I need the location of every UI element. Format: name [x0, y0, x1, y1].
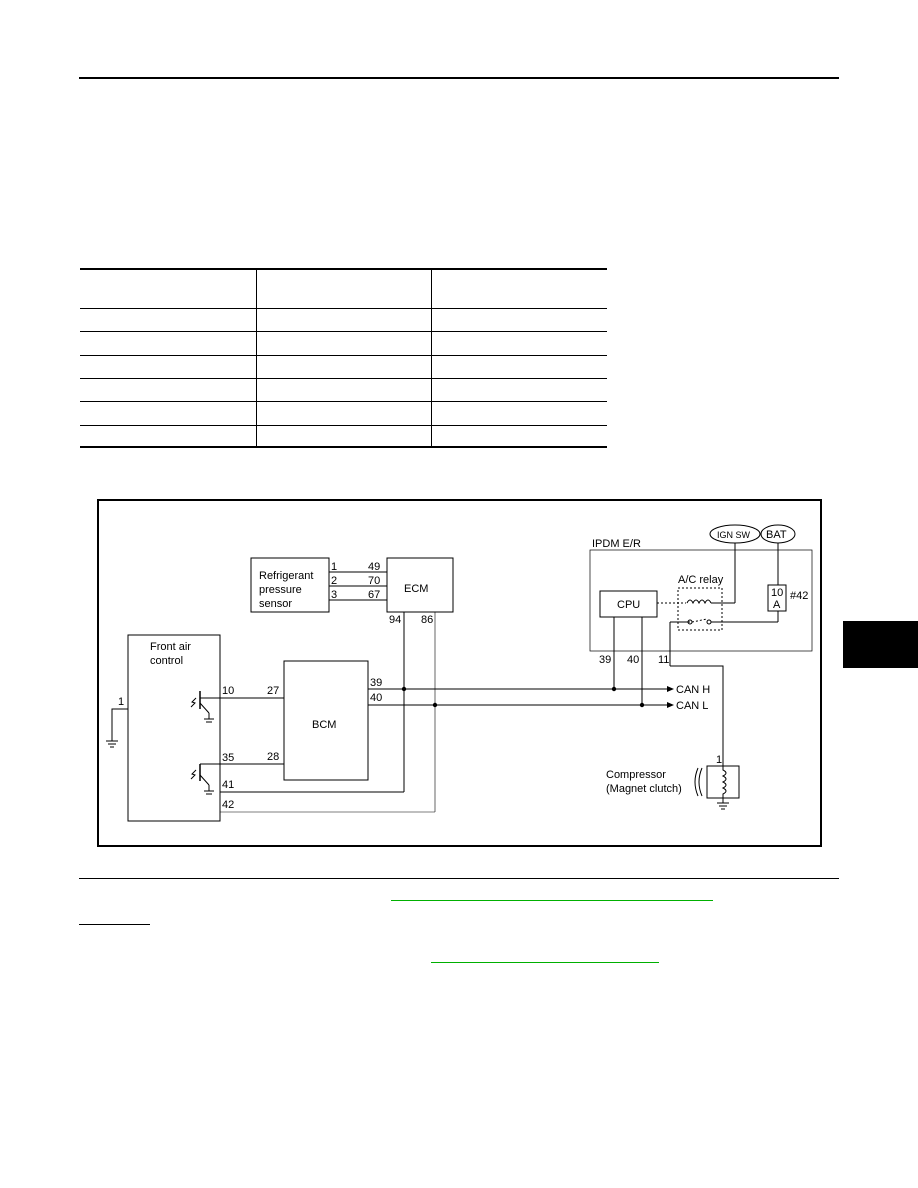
- ac-relay-box: [677, 587, 723, 631]
- ecm-box: [386, 557, 454, 613]
- compressor-label-1: Compressor: [606, 769, 666, 781]
- bat-label: BAT: [766, 529, 787, 541]
- relay-switch: [691, 618, 708, 623]
- bcm-pin: 28: [267, 751, 279, 763]
- coil-icon: [721, 766, 727, 798]
- transistor-icon: [199, 702, 210, 714]
- sensor-pin: 1: [331, 561, 337, 573]
- ecm-pin: 49: [368, 561, 380, 573]
- ipdm-pin: 11: [658, 654, 669, 666]
- table-bottom-rule: [80, 446, 607, 448]
- refrigerant-sensor-box: [250, 557, 330, 613]
- ecm-pin: 70: [368, 575, 380, 587]
- bcm-label: BCM: [312, 719, 336, 731]
- cpu-box: [599, 590, 658, 618]
- relay-contact-icon: [706, 619, 712, 625]
- ecm-pin: 86: [421, 614, 433, 626]
- junction-dot: [432, 702, 438, 708]
- sensor-label-3: sensor: [259, 598, 292, 610]
- ipdm-pin: 40: [627, 654, 639, 666]
- table-column-divider: [431, 268, 432, 446]
- ecm-pin: 94: [389, 614, 401, 626]
- relay-coil-icon: [686, 599, 712, 605]
- table-row: [80, 378, 607, 402]
- sensor-pin: 3: [331, 589, 337, 601]
- ign-sw-label: IGN SW: [717, 530, 751, 540]
- bcm-pin: 39: [370, 677, 382, 689]
- can-h-label: CAN H: [676, 684, 710, 696]
- fuse-top: 10: [771, 587, 783, 599]
- ac-relay-label: A/C relay: [678, 574, 724, 586]
- sensor-pin: 2: [331, 575, 337, 587]
- arrow-right-icon: [667, 702, 674, 708]
- table-row: [80, 268, 607, 309]
- fac-label-2: control: [150, 655, 183, 667]
- junction-dot: [611, 686, 617, 692]
- reference-link[interactable]: [391, 900, 713, 901]
- photo-arrow-icon: [190, 769, 197, 780]
- table-row: [80, 331, 607, 356]
- table-row: [80, 401, 607, 426]
- table-row: [80, 355, 607, 379]
- fuse-box: [767, 584, 787, 612]
- bcm-box: [283, 660, 369, 781]
- wiring-diagram-svg: Refrigerant pressure sensor 1 2 3 ECM 49…: [106, 524, 813, 822]
- compressor-label-2: (Magnet clutch): [606, 783, 682, 795]
- junction-dot: [401, 686, 407, 692]
- header-rule: [79, 77, 839, 79]
- wiring-diagram: Refrigerant pressure sensor 1 2 3 ECM 49…: [97, 499, 822, 847]
- compressor-pin: 1: [716, 754, 722, 766]
- bcm-pin: 40: [370, 692, 382, 704]
- fac-pin: 41: [222, 779, 234, 791]
- section-underline: [79, 924, 150, 925]
- table-row: [80, 308, 607, 332]
- front-air-control-box: [127, 634, 221, 822]
- wire: [111, 708, 128, 741]
- table-column-divider: [256, 268, 257, 446]
- ecm-label: ECM: [404, 583, 428, 595]
- junction-dot: [639, 702, 645, 708]
- ipdm-box: [589, 549, 813, 652]
- footer-rule: [79, 878, 839, 879]
- fac-pin: 10: [222, 685, 234, 697]
- transistor-icon: [199, 774, 210, 786]
- bcm-pin: 27: [267, 685, 279, 697]
- cpu-label: CPU: [617, 599, 640, 611]
- can-l-label: CAN L: [676, 700, 708, 712]
- fuse-bottom: A: [773, 599, 781, 611]
- wire: [670, 665, 724, 766]
- fac-label-1: Front air: [150, 641, 191, 653]
- ipdm-label: IPDM E/R: [592, 538, 641, 550]
- fuse-number: #42: [790, 590, 808, 602]
- fac-pin: 42: [222, 799, 234, 811]
- section-tab: [843, 621, 918, 668]
- sensor-label-1: Refrigerant: [259, 570, 313, 582]
- ecm-pin: 67: [368, 589, 380, 601]
- clutch-plate-icon: [694, 767, 703, 797]
- photo-arrow-icon: [190, 697, 197, 708]
- fac-pin: 35: [222, 752, 234, 764]
- sensor-label-2: pressure: [259, 584, 302, 596]
- table-top-rule: [80, 268, 607, 270]
- ipdm-pin: 39: [599, 654, 611, 666]
- fac-pin: 1: [118, 696, 124, 708]
- arrow-right-icon: [667, 686, 674, 692]
- reference-link[interactable]: [431, 962, 659, 963]
